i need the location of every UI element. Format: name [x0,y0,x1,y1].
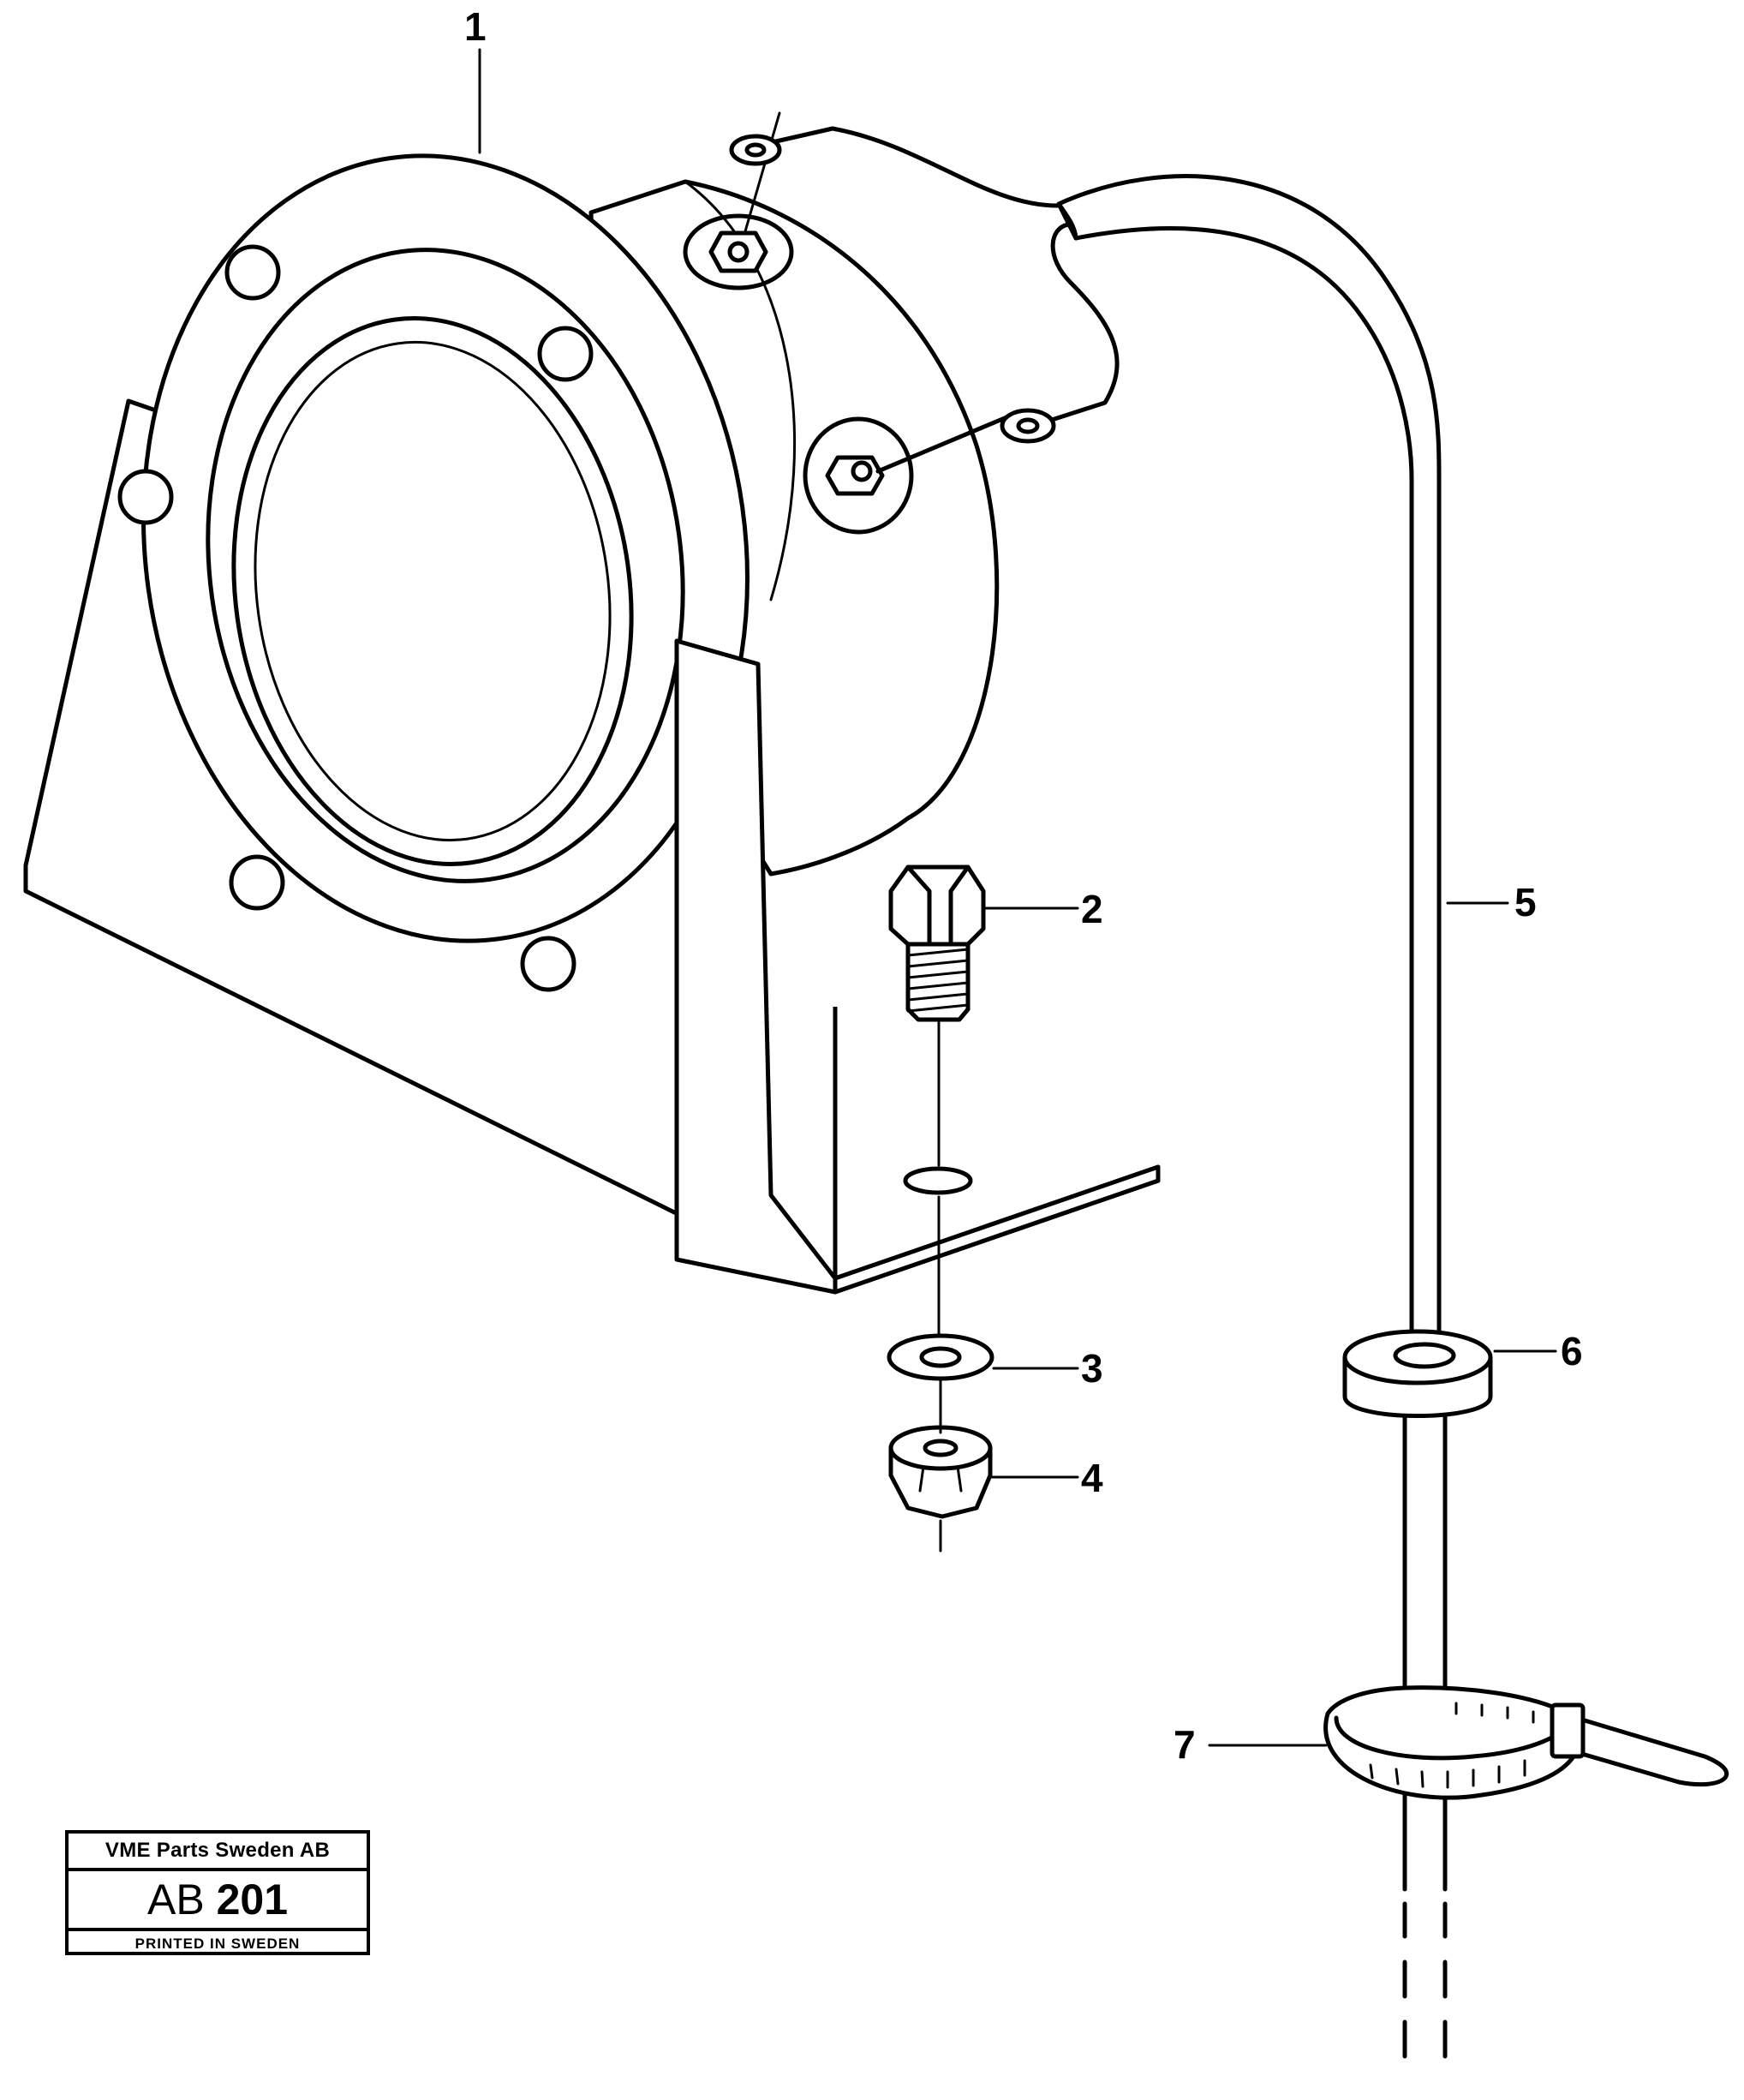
callout-4: 4 [1081,1456,1103,1500]
printed-in-note: PRINTED IN SWEDEN [134,1935,301,1952]
part-4-nut [888,1378,993,1553]
part-3-washer [887,1333,994,1381]
title-stamp: VME Parts Sweden AB AB 201 PRINTED IN SW… [65,1830,370,1955]
callout-5: 5 [1514,880,1537,924]
callout-3: 3 [1081,1346,1103,1391]
cable-assembly [729,111,1448,2059]
drawing-code-prefix: AB [146,1876,205,1924]
horn-terminals [683,213,914,535]
part-7-cable-tie [1323,1685,1729,1800]
callout-2: 2 [1081,887,1103,931]
callout-leaders [478,48,1557,1747]
company-name: VME Parts Sweden AB [69,1834,367,1871]
bracket-front-leg [674,638,1161,1295]
drawing-code-number: 201 [216,1876,289,1924]
callout-7: 7 [1174,1722,1196,1767]
part-2-bolt [888,865,986,1364]
part-6-grommet [1342,1329,1493,1418]
drawing-code: AB 201 [69,1871,367,1931]
callout-6: 6 [1561,1329,1583,1373]
callout-1: 1 [464,4,487,49]
